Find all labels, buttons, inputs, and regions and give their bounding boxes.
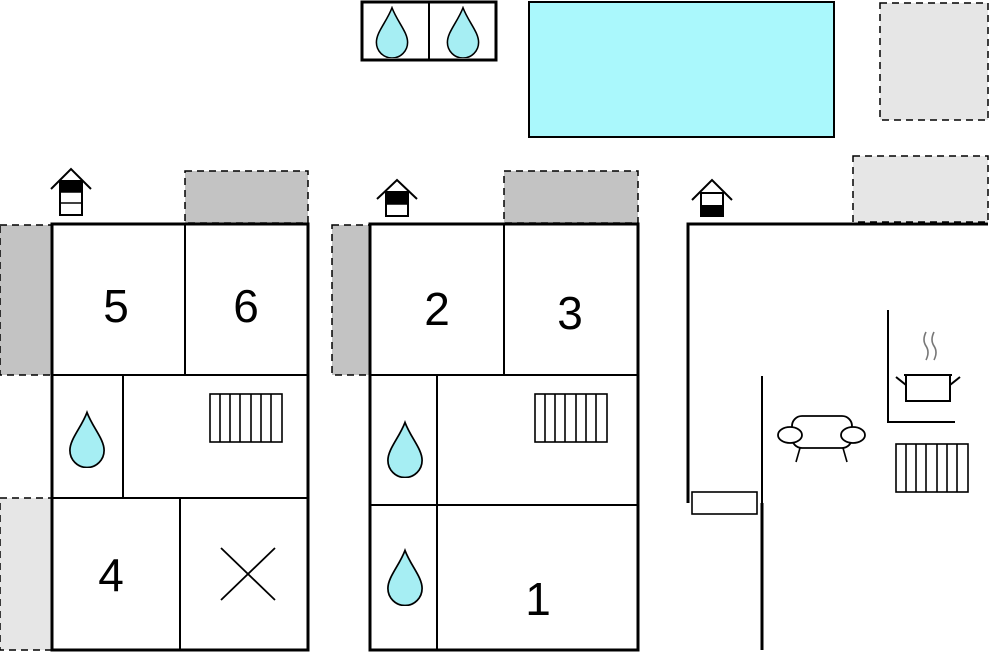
house-level-icon bbox=[50, 167, 92, 216]
shower-block bbox=[360, 0, 498, 62]
terrace-icon bbox=[879, 2, 989, 121]
terrace-icon bbox=[0, 224, 53, 376]
cooking-pot-icon bbox=[895, 331, 961, 402]
water-drop-icon bbox=[387, 549, 423, 606]
doorstep bbox=[691, 491, 758, 515]
pool-icon bbox=[528, 1, 835, 138]
terrace-icon bbox=[0, 497, 53, 651]
terrace-icon bbox=[331, 224, 371, 376]
house-level-icon bbox=[376, 178, 418, 217]
radiator-icon bbox=[209, 393, 283, 443]
room-label: 2 bbox=[424, 283, 450, 335]
building-1: 5 6 4 bbox=[0, 167, 310, 652]
terrace-icon bbox=[503, 170, 639, 224]
radiator-icon bbox=[895, 443, 969, 493]
room-label: 1 bbox=[525, 573, 551, 625]
terrace-icon bbox=[852, 155, 989, 223]
terrace-icon bbox=[184, 170, 309, 224]
water-drop-icon bbox=[375, 6, 409, 58]
radiator-icon bbox=[534, 393, 608, 443]
room-label: 6 bbox=[233, 280, 259, 332]
cross-icon bbox=[220, 547, 276, 601]
sofa-icon bbox=[777, 415, 866, 463]
kitchen-counter bbox=[887, 310, 955, 423]
water-drop-icon bbox=[69, 411, 105, 468]
house-level-icon bbox=[691, 178, 733, 217]
room-label: 5 bbox=[103, 280, 129, 332]
room-label: 3 bbox=[557, 287, 583, 339]
water-drop-icon bbox=[446, 6, 480, 58]
water-drop-icon bbox=[387, 421, 423, 478]
building-3 bbox=[686, 155, 989, 650]
room-label: 4 bbox=[98, 549, 124, 601]
building-2: 2 3 1 bbox=[331, 170, 640, 652]
